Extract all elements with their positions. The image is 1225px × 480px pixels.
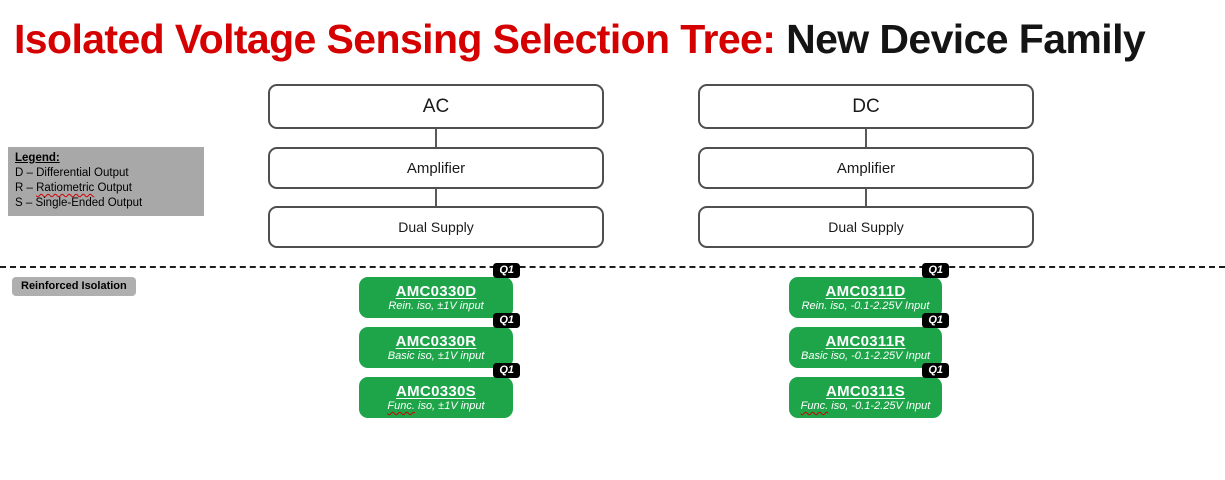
tree-node-dc-dual-supply: Dual Supply [698, 206, 1034, 248]
tree-column-ac: AC Amplifier Dual Supply [268, 0, 604, 260]
product-subtitle: Rein. iso, ±1V input [388, 300, 484, 312]
legend-item-ratiometric: R – Ratiometric Output [15, 182, 132, 194]
q1-badge: Q1 [922, 363, 949, 378]
product-subtitle: Basic iso, ±1V input [387, 350, 485, 362]
product-column-ac: Q1 AMC0330D Rein. iso, ±1V input Q1 AMC0… [359, 263, 520, 418]
product-card-amc0311d: Q1 AMC0311D Rein. iso, -0.1-2.25V Input [789, 263, 949, 318]
tree-node-dc-amplifier: Amplifier [698, 147, 1034, 189]
product-link-amc0330d[interactable]: AMC0330D [395, 283, 477, 300]
product-card-amc0330s: Q1 AMC0330S Func. iso, ±1V input [359, 363, 520, 418]
product-link-amc0330s[interactable]: AMC0330S [396, 383, 476, 400]
page-title: Isolated Voltage Sensing Selection Tree:… [14, 14, 1146, 64]
product-subtitle: Func. iso, -0.1-2.25V Input [800, 400, 931, 412]
legend-box: Legend: D – Differential Output R – Rati… [8, 147, 204, 216]
product-link-amc0311r[interactable]: AMC0311R [825, 333, 906, 350]
title-red-segment: Isolated Voltage Sensing Selection Tree: [14, 16, 776, 62]
connector-line [865, 129, 867, 147]
legend-title: Legend: [15, 152, 60, 164]
connector-line [435, 189, 437, 206]
product-subtitle: Func. iso, ±1V input [387, 400, 485, 412]
q1-badge: Q1 [493, 313, 520, 328]
product-column-dc: Q1 AMC0311D Rein. iso, -0.1-2.25V Input … [789, 263, 949, 418]
tree-node-ac-dual-supply: Dual Supply [268, 206, 604, 248]
reinforced-isolation-label: Reinforced Isolation [12, 277, 136, 296]
q1-badge: Q1 [493, 363, 520, 378]
product-card-amc0330r: Q1 AMC0330R Basic iso, ±1V input [359, 313, 520, 368]
title-black-segment: New Device Family [786, 16, 1146, 62]
legend-item-single-ended: S – Single-Ended Output [15, 197, 143, 209]
product-link-amc0311s[interactable]: AMC0311S [825, 383, 906, 400]
tree-column-dc: DC Amplifier Dual Supply [698, 0, 1034, 260]
product-card-amc0311s: Q1 AMC0311S Func. iso, -0.1-2.25V Input [789, 363, 949, 418]
tree-node-dc: DC [698, 84, 1034, 129]
product-card-amc0330d: Q1 AMC0330D Rein. iso, ±1V input [359, 263, 520, 318]
legend-item-differential: D – Differential Output [15, 167, 129, 179]
connector-line [435, 129, 437, 147]
tree-node-ac: AC [268, 84, 604, 129]
q1-badge: Q1 [493, 263, 520, 278]
connector-line [865, 189, 867, 206]
q1-badge: Q1 [922, 263, 949, 278]
tree-node-ac-amplifier: Amplifier [268, 147, 604, 189]
product-subtitle: Rein. iso, -0.1-2.25V Input [801, 300, 930, 312]
product-card-amc0311r: Q1 AMC0311R Basic iso, -0.1-2.25V Input [789, 313, 949, 368]
product-subtitle: Basic iso, -0.1-2.25V Input [800, 350, 930, 362]
product-link-amc0330r[interactable]: AMC0330R [395, 333, 477, 350]
q1-badge: Q1 [922, 313, 949, 328]
reinforced-isolation-divider-line [0, 266, 1225, 268]
product-link-amc0311d[interactable]: AMC0311D [825, 283, 906, 300]
